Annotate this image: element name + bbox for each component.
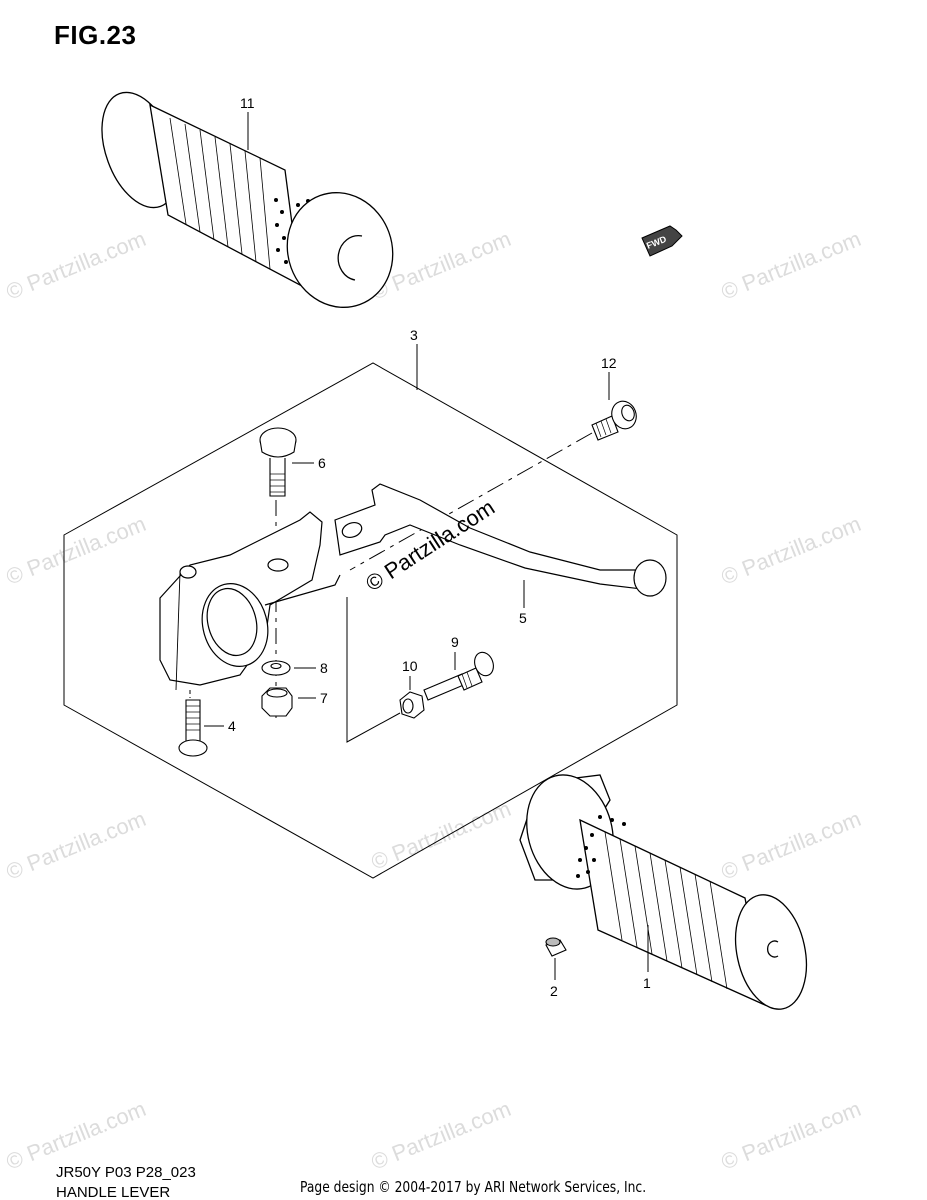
callout-10: 10 <box>402 658 418 674</box>
part-2-plug <box>545 937 567 957</box>
callout-11: 11 <box>240 95 255 111</box>
watermark: © Partzilla.com <box>718 806 865 885</box>
watermark: © Partzilla.com <box>718 511 865 590</box>
part-7-nut <box>261 687 293 717</box>
callout-4: 4 <box>228 718 236 734</box>
figure-title: FIG.23 <box>54 20 137 50</box>
callout-6: 6 <box>318 455 326 471</box>
callout-5: 5 <box>519 610 527 626</box>
page-credit: Page design © 2004-2017 by ARI Network S… <box>300 1178 647 1196</box>
assembly-box-part-3 <box>63 362 678 879</box>
part-8-washer <box>261 660 291 676</box>
part-12-screw <box>591 400 637 441</box>
diagram-code: JR50Y P03 P28_023 <box>56 1164 196 1181</box>
callout-8: 8 <box>320 660 328 676</box>
part-5-brake-lever <box>334 483 667 597</box>
callout-12: 12 <box>601 355 617 371</box>
part-6-bolt <box>259 427 297 497</box>
diagram-name: HANDLE LEVER <box>56 1184 171 1200</box>
part-10-nut <box>399 691 425 719</box>
watermark: © Partzilla.com <box>3 1096 150 1175</box>
lever-bracket-clamp <box>159 511 341 691</box>
watermark: © Partzilla.com <box>718 226 865 305</box>
forward-direction-icon: FWD <box>641 225 683 257</box>
watermark: © Partzilla.com <box>3 226 150 305</box>
watermark: © Partzilla.com <box>368 1096 515 1175</box>
part-11-left-grip <box>101 91 394 308</box>
reference-line <box>346 597 401 743</box>
watermark: © Partzilla.com <box>3 806 150 885</box>
watermark: © Partzilla.com <box>718 1096 865 1175</box>
callout-9: 9 <box>451 634 459 650</box>
watermark-layer: © Partzilla.com © Partzilla.com © Partzi… <box>3 226 865 1175</box>
callout-7: 7 <box>320 690 328 706</box>
watermark: © Partzilla.com <box>368 796 515 875</box>
callout-1: 1 <box>643 975 651 991</box>
part-1-right-grip <box>519 774 808 1010</box>
callout-2: 2 <box>550 983 558 999</box>
part-4-bolt <box>178 699 208 757</box>
part-9-bolt <box>423 651 494 701</box>
leader-line <box>349 432 593 571</box>
callout-3: 3 <box>410 327 418 343</box>
watermark: © Partzilla.com <box>3 511 150 590</box>
